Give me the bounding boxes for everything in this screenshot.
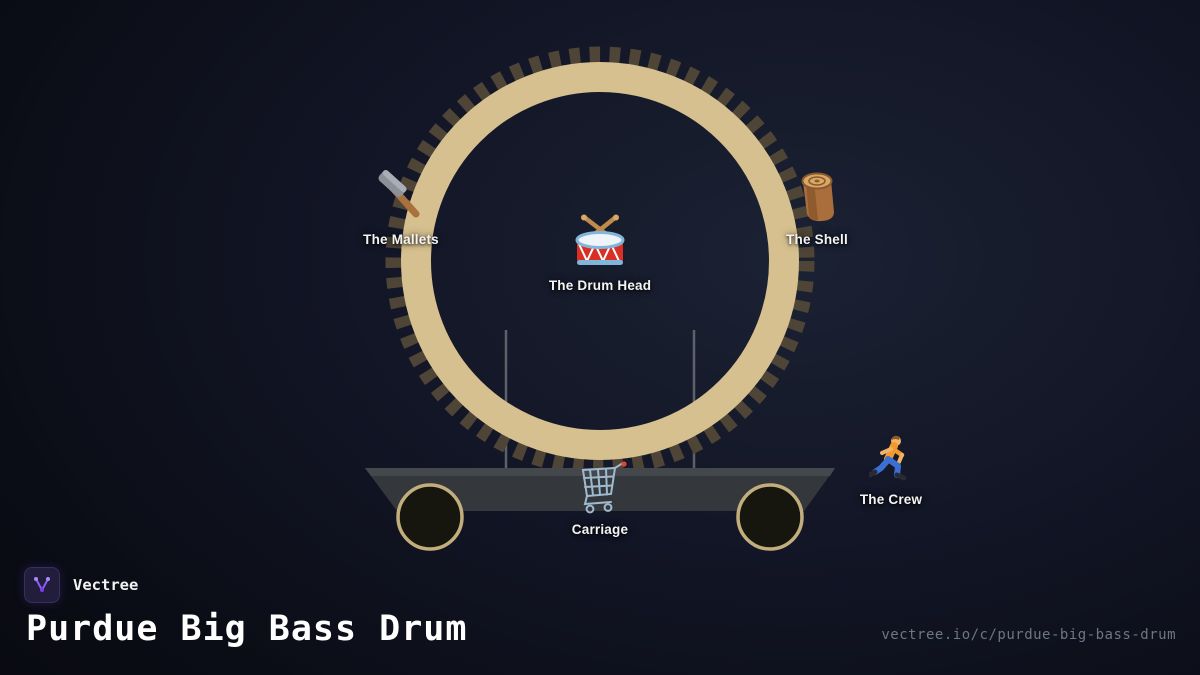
part-label: The Mallets bbox=[363, 232, 439, 247]
footer: Vectree Purdue Big Bass Drum vectree.io/… bbox=[0, 565, 1200, 675]
part-node-carriage[interactable]: Carriage bbox=[520, 460, 680, 537]
part-label: The Shell bbox=[786, 232, 848, 247]
part-node-shell[interactable]: The Shell bbox=[737, 168, 897, 247]
part-node-drumhead[interactable]: The Drum Head bbox=[520, 214, 680, 293]
hammer-icon bbox=[375, 170, 427, 226]
log-icon bbox=[792, 168, 842, 226]
carriage-platform-highlight bbox=[365, 468, 835, 476]
drum-icon bbox=[570, 214, 630, 272]
brand-name: Vectree bbox=[73, 576, 139, 594]
drum-ring bbox=[401, 62, 799, 460]
part-node-crew[interactable]: The Crew bbox=[811, 434, 971, 507]
share-url: vectree.io/c/purdue-big-bass-drum bbox=[881, 627, 1176, 643]
vectree-logo-icon[interactable] bbox=[24, 567, 60, 603]
drum-rim-lugs bbox=[385, 46, 815, 476]
part-label: Carriage bbox=[571, 522, 629, 537]
runner-icon bbox=[869, 434, 913, 486]
cart-icon bbox=[571, 460, 629, 516]
page-title: Purdue Big Bass Drum bbox=[26, 609, 468, 649]
part-label: The Crew bbox=[859, 492, 923, 507]
part-node-mallets[interactable]: The Mallets bbox=[321, 170, 481, 247]
part-label: The Drum Head bbox=[548, 278, 652, 293]
wheel-right bbox=[736, 483, 804, 551]
wheel-left bbox=[396, 483, 464, 551]
